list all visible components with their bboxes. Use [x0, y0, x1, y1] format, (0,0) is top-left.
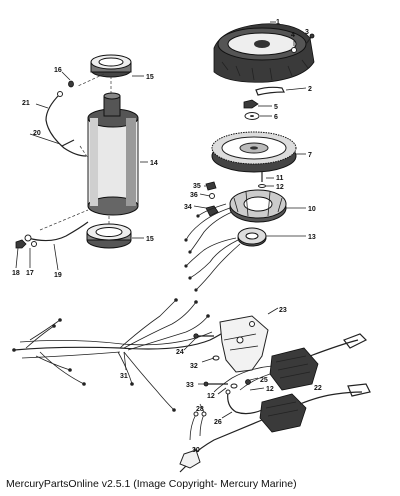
callout-12: 12 [276, 184, 284, 191]
callout-25: 25 [260, 377, 268, 384]
screw-24[interactable] [193, 333, 214, 339]
callout-13: 13 [308, 234, 316, 241]
footer: MercuryPartsOnline v2.5.1 (Image Copyrig… [0, 474, 400, 496]
ignition-coil[interactable] [259, 393, 307, 433]
nut-25[interactable] [245, 379, 251, 385]
screw-36[interactable] [209, 193, 215, 199]
ground-wire-26[interactable] [227, 391, 263, 415]
copyright-caption: MercuryPartsOnline v2.5.1 (Image Copyrig… [6, 478, 297, 490]
callout-18: 18 [12, 270, 20, 277]
callout-16: 16 [54, 67, 62, 74]
callout-4: 4 [291, 32, 295, 39]
callout-2: 2 [308, 86, 312, 93]
washer-4[interactable] [291, 47, 297, 53]
harness-connector-ends [12, 298, 210, 412]
washer-12-top[interactable] [258, 184, 266, 188]
ground-cable[interactable] [27, 221, 89, 242]
stator[interactable] [229, 189, 287, 223]
callout-32: 32 [190, 363, 198, 370]
spark-plug-boot-30[interactable] [179, 449, 201, 473]
callout-6: 6 [274, 114, 278, 121]
callout-19: 19 [54, 272, 62, 279]
nut-16[interactable] [68, 80, 74, 88]
washer-17[interactable] [31, 241, 37, 247]
callout-12-right: 12 [266, 386, 274, 393]
nut-18[interactable] [15, 239, 27, 249]
pinion-cap-top[interactable] [90, 54, 132, 78]
starter-motor[interactable] [87, 92, 139, 216]
callout-1: 1 [276, 19, 280, 26]
callout-26: 26 [214, 419, 222, 426]
callout-11: 11 [276, 175, 284, 182]
callout-7: 7 [308, 152, 312, 159]
callout-labels: 1 4 3 2 5 6 7 11 12 10 13 35 36 34 16 15… [12, 19, 322, 454]
leader-lines [15, 21, 307, 453]
callout-20: 20 [33, 130, 41, 137]
starter-cable[interactable] [45, 93, 87, 157]
callout-24: 24 [176, 349, 184, 356]
spark-lead-lower[interactable] [299, 391, 363, 405]
lead-28[interactable] [189, 413, 205, 441]
switch-box-22-leads [213, 365, 273, 393]
screw-33[interactable] [203, 381, 228, 387]
spark-plug-lead-30[interactable] [191, 419, 263, 457]
switch-box-22[interactable] [269, 347, 319, 391]
clip-35[interactable] [205, 181, 217, 191]
callout-22: 22 [314, 385, 322, 392]
exploded-parts-diagram: 1 4 3 2 5 6 7 11 12 10 13 35 36 34 16 15… [12, 19, 371, 473]
spark-lead-lower-boot [347, 383, 371, 397]
trigger-wires [185, 237, 241, 291]
callout-15: 15 [146, 74, 154, 81]
callout-33: 33 [186, 382, 194, 389]
starter-guide-lines [39, 73, 112, 231]
callout-28: 28 [196, 406, 204, 413]
callout-17: 17 [26, 270, 34, 277]
callout-35: 35 [193, 183, 201, 190]
wiring-harness[interactable] [13, 299, 239, 411]
callout-36: 36 [190, 192, 198, 199]
flywheel-cover[interactable] [213, 23, 315, 83]
nut-5[interactable] [243, 99, 259, 109]
trigger-assembly[interactable] [237, 227, 267, 247]
stator-wires [185, 203, 233, 253]
pinion-cap-bottom[interactable] [86, 223, 132, 249]
callout-23: 23 [279, 307, 287, 314]
callout-14: 14 [150, 160, 158, 167]
callout-34: 34 [184, 204, 192, 211]
washer-12-lower[interactable] [230, 383, 238, 389]
spark-lead-upper[interactable] [309, 339, 359, 357]
callout-30: 30 [192, 447, 200, 454]
callout-31: 31 [120, 373, 128, 380]
spark-lead-upper-boot [343, 333, 368, 349]
screw-3[interactable] [305, 33, 315, 45]
callout-3: 3 [305, 29, 309, 36]
clamp-34[interactable] [205, 205, 219, 217]
wire-ends-left [184, 214, 200, 292]
callout-12-lower: 12 [207, 393, 215, 400]
callout-15-bottom: 15 [146, 236, 154, 243]
bolt-20[interactable] [61, 139, 75, 147]
washer-6[interactable] [244, 112, 260, 120]
callout-21: 21 [22, 100, 30, 107]
flywheel[interactable] [211, 131, 297, 173]
callout-5: 5 [274, 104, 278, 111]
spring-strap[interactable] [255, 86, 285, 96]
mounting-bracket[interactable] [219, 315, 269, 373]
callout-10: 10 [308, 206, 316, 213]
